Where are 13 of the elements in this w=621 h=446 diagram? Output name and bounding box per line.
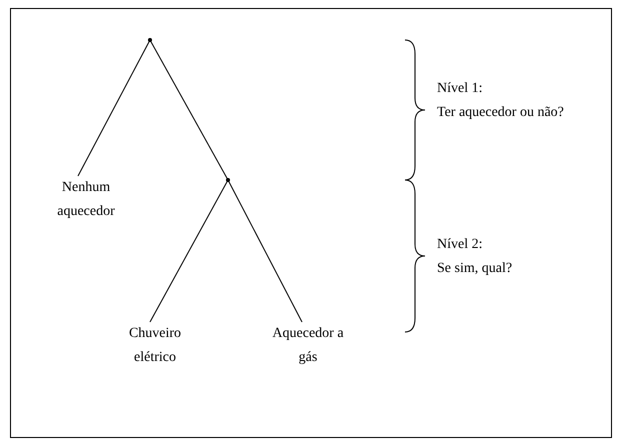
- tree-branch: [78, 40, 150, 176]
- leaf-label: Aquecedor a gás: [271, 325, 345, 367]
- level-label: Nível 2:: [437, 236, 482, 254]
- branch-point: [226, 178, 230, 182]
- leaf-label: Chuveiro elétrico: [128, 325, 182, 367]
- branch-point: [148, 38, 152, 42]
- leaf-label: Nenhum aquecedor: [56, 179, 116, 221]
- tree-branch: [150, 40, 228, 180]
- level-label: Nível 1:: [437, 80, 482, 98]
- level-label: Se sim, qual?: [437, 260, 512, 278]
- tree-branch: [150, 180, 228, 322]
- level-label: Ter aquecedor ou não?: [437, 104, 564, 122]
- tree-branch: [228, 180, 302, 322]
